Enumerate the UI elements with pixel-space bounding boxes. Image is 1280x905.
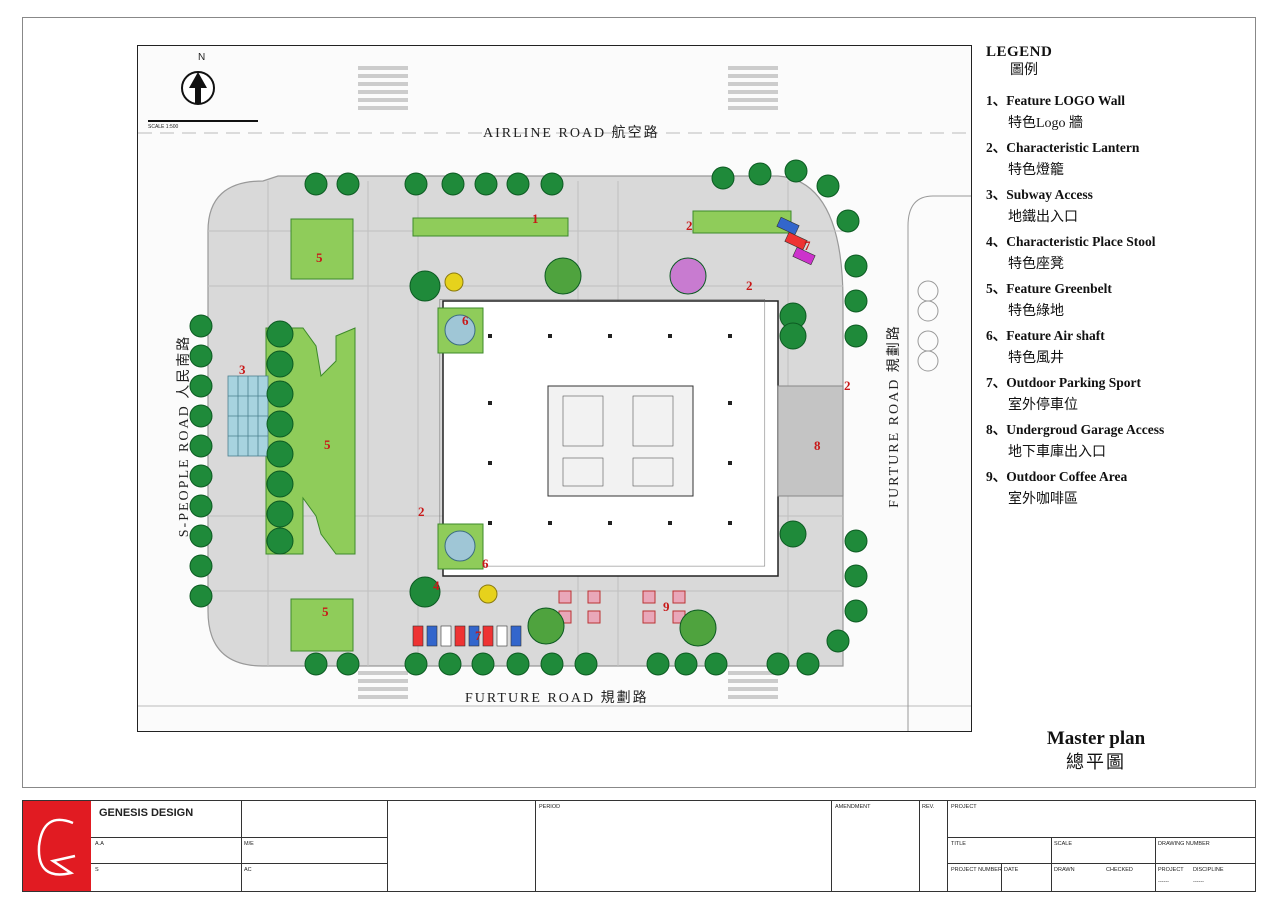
building-core [547, 385, 694, 497]
drawing-title-en: Master plan [1046, 728, 1146, 749]
drawing-title: Master plan 總平圖 [1028, 728, 1164, 774]
legend-heading: LEGEND [986, 44, 1053, 60]
subway-access [227, 375, 269, 457]
plan-badge-8: 8 [814, 438, 821, 453]
plan-badge-2-a: 2 [686, 218, 693, 233]
date-label: DATE [1004, 867, 1019, 873]
rev-label: REV. [922, 804, 935, 810]
me-label: M/E [244, 841, 254, 847]
road-label-east: FURTURE ROAD 規劃路 [887, 324, 902, 508]
project-dash: ------ [1158, 879, 1169, 885]
coffee-area [558, 590, 686, 624]
scale-bar-label: SCALE 1:500 [148, 124, 179, 130]
plan-badge-4: 4 [433, 578, 440, 593]
road-label-south: FURTURE ROAD 規劃路 [465, 691, 649, 706]
parking-spaces [412, 216, 816, 647]
master-plan-drawing: N SCALE 1:500 AIRLINE ROAD 航空路 FURTURE R… [137, 45, 972, 732]
plan-badge-2-d: 2 [418, 504, 425, 519]
plan-badge-3: 3 [239, 362, 246, 377]
trees [189, 159, 868, 676]
s-label: S [95, 867, 99, 873]
road-label-north: AIRLINE ROAD 航空路 [483, 126, 660, 141]
plan-badge-1: 1 [532, 211, 539, 226]
site-plan-svg [138, 66, 971, 731]
plan-badge-9: 9 [663, 599, 670, 614]
air-shafts [437, 307, 484, 570]
period-label: PERIOD [539, 804, 561, 810]
drawing-number-label: DRAWING NUMBER [1158, 841, 1210, 847]
genesis-logo-icon [23, 801, 91, 891]
tower-podium [442, 300, 779, 577]
plan-badge-7-a: 7 [804, 238, 811, 253]
plan-badge-2-c: 2 [844, 378, 851, 393]
drawn-label: DRAWN [1054, 867, 1075, 873]
compass-north-arrow [148, 71, 258, 122]
garage-ramp [777, 385, 844, 497]
plan-badge-5-a: 5 [316, 250, 323, 265]
legend-heading-zh: 圖例 [1010, 63, 1038, 78]
plan-badge-5-c: 5 [322, 604, 329, 619]
plan-badge-6-b: 6 [482, 556, 489, 571]
drawing-title-zh: 總平圖 [1066, 752, 1126, 772]
title-label: TITLE [951, 841, 966, 847]
plan-badge-6-a: 6 [462, 313, 469, 328]
scale-label: SCALE [1054, 841, 1073, 847]
aa-label: A.A [95, 841, 104, 847]
ac-label: AC [244, 867, 252, 873]
amendment-label: AMENDMENT [835, 804, 871, 810]
crosswalks [358, 66, 778, 699]
discipline-label: DISCIPLINE [1193, 867, 1224, 873]
road-label-west: S-PEOPLE ROAD 人民南路 [177, 334, 192, 538]
compass-n-label: N [198, 52, 208, 63]
project-number-label: PROJECT NUMBER [951, 867, 1002, 873]
title-block: GENESIS DESIGN A.A M/E S AC PERIOD AMEND… [22, 800, 1256, 892]
plan-badge-7-b: 7 [475, 628, 482, 643]
checked-label: CHECKED [1106, 867, 1133, 873]
project-label-2: PROJECT [1158, 867, 1184, 873]
project-label: PROJECT [951, 804, 977, 810]
discipline-dash: ------ [1193, 879, 1204, 885]
plan-badge-5-b: 5 [324, 437, 331, 452]
plan-badge-2-b: 2 [746, 278, 753, 293]
drawing-sheet-border [22, 17, 1256, 788]
company-name: GENESIS DESIGN [99, 807, 194, 819]
